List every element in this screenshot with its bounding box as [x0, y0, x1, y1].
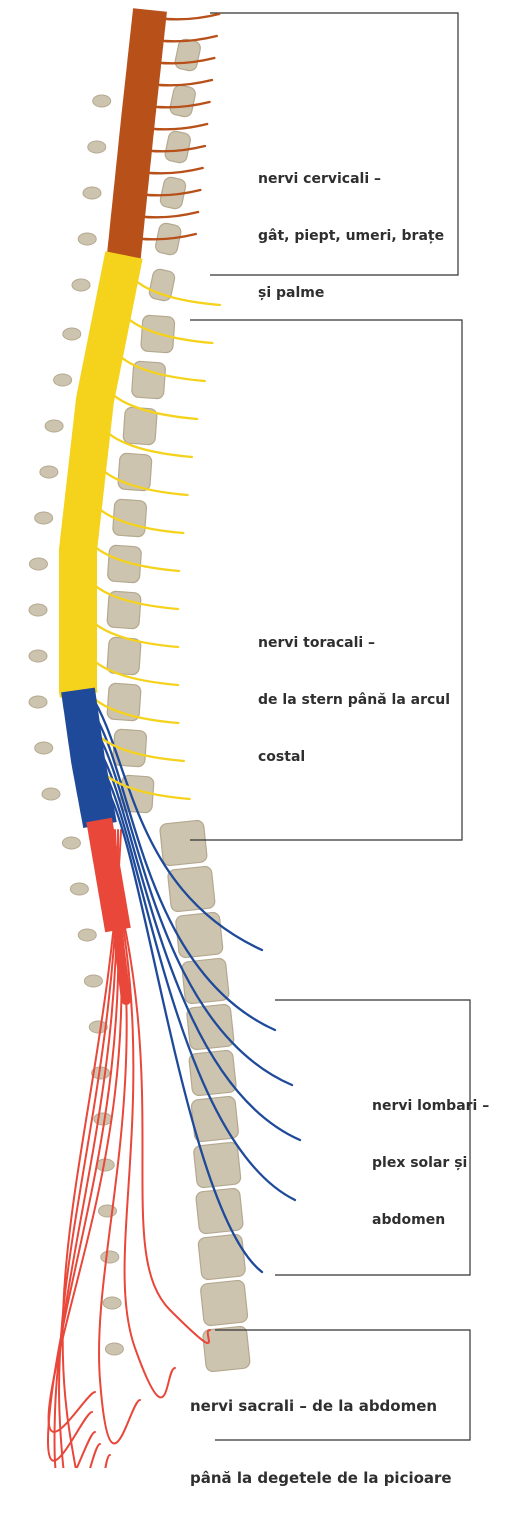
vertebra — [107, 683, 141, 721]
label-line: abdomen — [372, 1211, 489, 1230]
spinous-process — [54, 374, 72, 386]
spinous-process — [40, 466, 58, 478]
spinal-cord-segment — [99, 820, 118, 930]
spinous-process — [103, 1297, 121, 1309]
thoracic-nerves-label: nervi toracali – de la stern până la arc… — [258, 596, 450, 805]
spinous-process — [78, 929, 96, 941]
vertebra — [186, 1004, 234, 1050]
spinous-process — [62, 837, 80, 849]
vertebra — [112, 499, 146, 537]
label-line: și palme — [258, 284, 444, 303]
label-line: nervi sacrali – de la abdomen — [190, 1394, 452, 1418]
label-line: de la stern până la arcul — [258, 691, 450, 710]
spinous-process — [84, 975, 102, 987]
spinous-process — [93, 95, 111, 107]
spinous-process — [105, 1343, 123, 1355]
vertebra — [169, 84, 197, 118]
spinous-process — [88, 141, 106, 153]
label-line: costal — [258, 748, 450, 767]
vertebra — [174, 38, 202, 72]
spinous-process — [72, 279, 90, 291]
spinous-process — [29, 558, 47, 570]
vertebra — [167, 866, 215, 912]
vertebra — [164, 130, 192, 164]
spinous-process — [83, 187, 101, 199]
spinous-process — [101, 1251, 119, 1263]
vertebra — [200, 1280, 248, 1326]
spinous-process — [99, 1205, 117, 1217]
label-line: nervi toracali – — [258, 634, 450, 653]
spinous-process — [63, 328, 81, 340]
label-line: plex solar și — [372, 1154, 489, 1173]
spinous-process — [29, 650, 47, 662]
spinal-cord-segment — [123, 10, 150, 260]
vertebra — [107, 591, 141, 629]
cervical-nerves-label: nervi cervicali – gât, piept, umeri, bra… — [258, 132, 444, 341]
vertebra — [159, 820, 207, 866]
spinous-process — [42, 788, 60, 800]
spinous-process — [35, 512, 53, 524]
vertebra — [175, 912, 223, 958]
sacral-nerves-label: nervi sacrali – de la abdomen până la de… — [190, 1346, 452, 1538]
label-line: până la degetele de la picioare — [190, 1466, 452, 1490]
lumbar-nerves-label: nervi lombari – plex solar și abdomen — [372, 1059, 489, 1268]
spinal-cord-segment — [78, 690, 100, 825]
spinous-process — [35, 742, 53, 754]
spinous-process — [45, 420, 63, 432]
label-line: gât, piept, umeri, brațe — [258, 227, 444, 246]
spinous-process — [29, 696, 47, 708]
spinous-process — [29, 604, 47, 616]
vertebra — [107, 637, 141, 675]
spinous-process — [70, 883, 88, 895]
label-line: nervi lombari – — [372, 1097, 489, 1116]
spinous-process — [78, 233, 96, 245]
spinal-nerves-diagram: nervi cervicali – gât, piept, umeri, bra… — [0, 0, 509, 1468]
spinous-process — [94, 1113, 112, 1125]
label-line: nervi cervicali – — [258, 170, 444, 189]
vertebra — [198, 1234, 246, 1280]
vertebra — [195, 1188, 243, 1234]
